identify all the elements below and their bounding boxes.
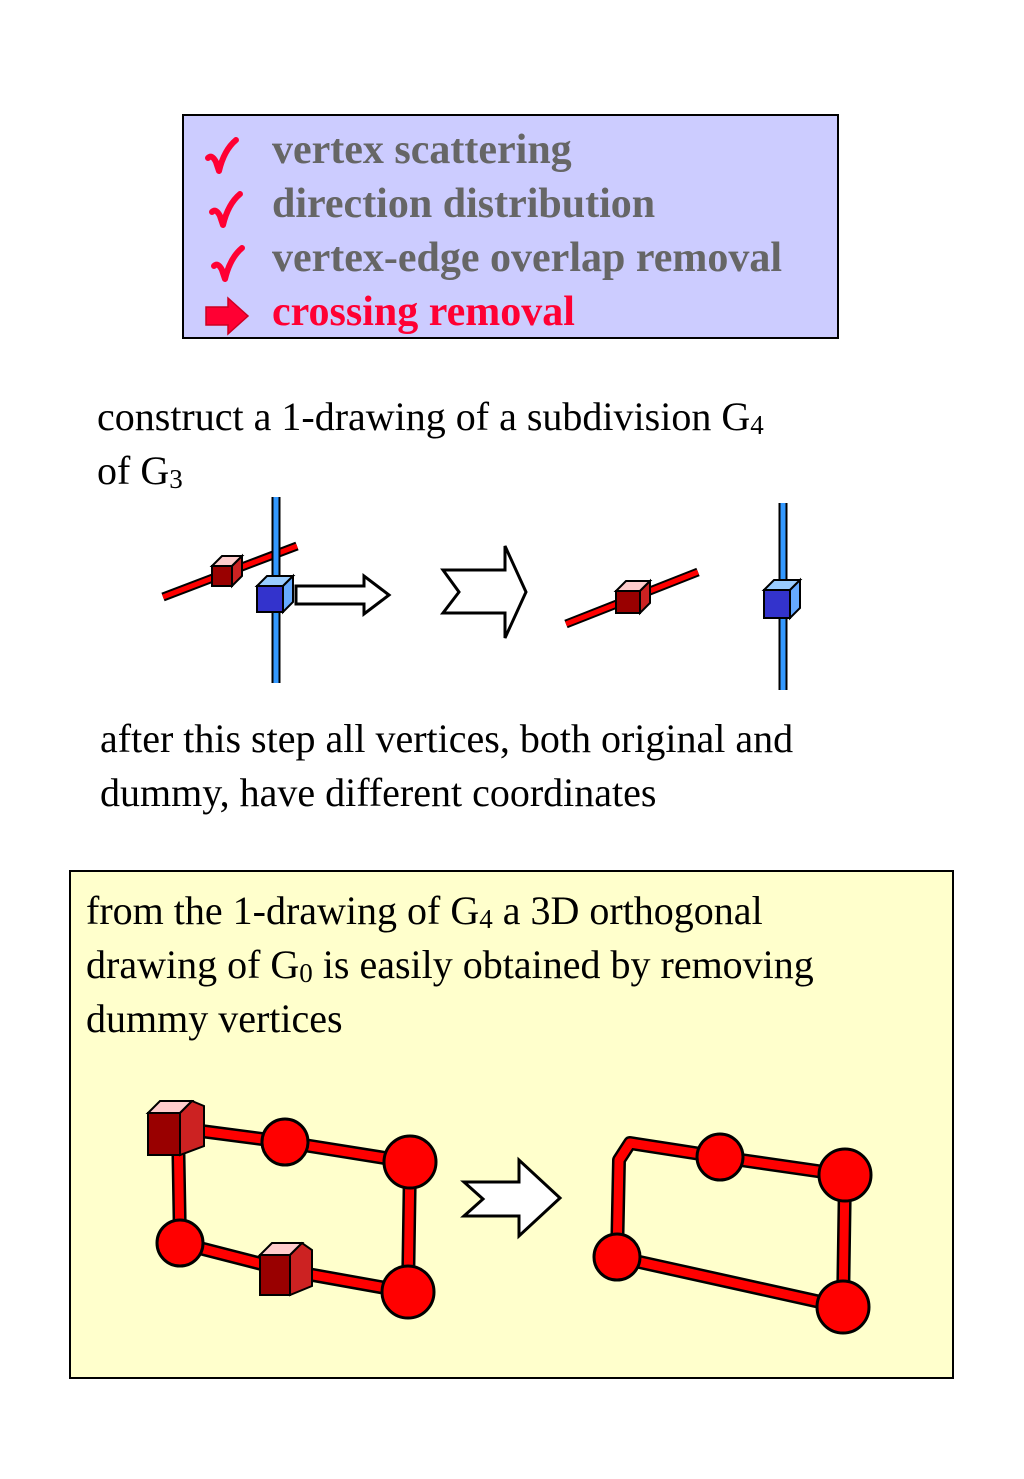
check-icon [211, 245, 245, 282]
check-icon [205, 137, 239, 174]
vertex-circle [817, 1147, 873, 1203]
result-line-2: dummy, have different coordinates [100, 770, 657, 815]
progress-checklist: vertex scattering direction distribution… [182, 114, 839, 339]
dark-red-cube-icon [257, 1241, 313, 1297]
dark-red-cube-icon [209, 553, 245, 589]
note-line-2: drawing of G0 is easily obtained by remo… [86, 942, 814, 988]
blue-cube-icon [254, 573, 296, 615]
dark-red-cube-icon [145, 1099, 205, 1157]
vertex-circle [260, 1117, 310, 1167]
vertex-circle [382, 1134, 438, 1190]
crossing-after [564, 503, 803, 690]
step-line-1: construct a 1-drawing of a subdivision G… [97, 394, 764, 440]
crossing-before [161, 497, 392, 683]
vertex-circle [380, 1264, 436, 1320]
vertex-circle [695, 1132, 745, 1182]
graph-without-dummies [592, 1132, 873, 1335]
step-line-2: of G3 [97, 448, 183, 494]
transform-arrow-icon [439, 545, 528, 639]
result-line-1: after this step all vertices, both origi… [100, 716, 794, 761]
graph-with-dummies [145, 1099, 438, 1320]
note-line-3: dummy vertices [86, 996, 343, 1041]
checklist-item-vertex-scattering: vertex scattering [272, 127, 572, 173]
right-arrow-icon [205, 296, 250, 336]
result-description: after this step all vertices, both origi… [100, 712, 793, 820]
step-description: construct a 1-drawing of a subdivision G… [97, 390, 764, 498]
move-arrow-icon [294, 572, 392, 618]
checklist-item-direction-distribution: direction distribution [272, 181, 656, 227]
checklist-item-overlap-removal: vertex-edge overlap removal [272, 235, 783, 281]
note-text: from the 1-drawing of G4 a 3D orthogonal… [86, 884, 814, 1046]
blue-cube-icon [761, 577, 803, 621]
transform-arrow-icon [460, 1156, 563, 1240]
vertex-circle [815, 1279, 871, 1335]
vertex-circle [592, 1232, 642, 1282]
vertex-circle [155, 1218, 205, 1268]
note-line-1: from the 1-drawing of G4 a 3D orthogonal [86, 888, 763, 934]
checklist-item-crossing-removal: crossing removal [272, 289, 575, 335]
check-icon [209, 191, 243, 228]
dark-red-cube-icon [613, 578, 653, 616]
